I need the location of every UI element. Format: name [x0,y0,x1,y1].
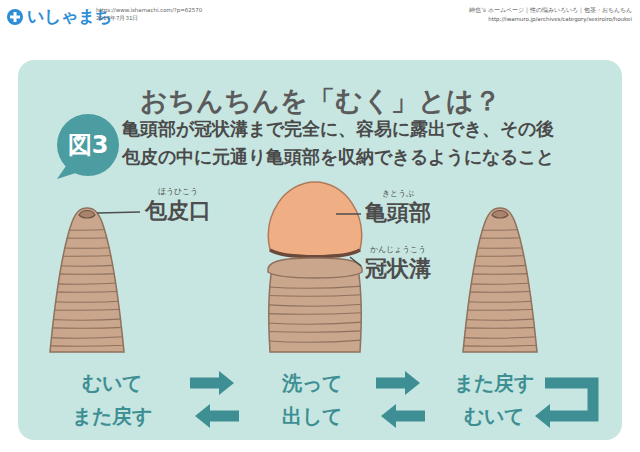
skin-fold [440,263,560,266]
penis-covered [50,208,124,352]
foreskin-opening [492,211,508,219]
skin-fold [27,263,147,266]
skin-fold [440,227,560,230]
figure-badge: 図3 [56,113,120,177]
part-name: 亀頭部 [365,201,431,225]
skin-folds [440,227,560,346]
ruby-reading: ほうひこう [158,188,198,197]
skin-fold [27,317,147,320]
skin-fold [440,344,560,346]
skin-fold [27,290,147,292]
skin-fold [27,335,147,338]
skin-fold [27,236,147,238]
logo-icon [7,9,23,25]
step-label: また戻す [454,372,534,394]
badge-circle [57,114,119,176]
leader-line [350,257,361,266]
flow-arrow [210,411,239,422]
skin-fold [27,326,147,328]
coronal-sulcus [270,250,360,257]
step-text: また戻す [451,371,537,395]
glans [268,182,361,256]
skin-fold [440,335,560,338]
skin-fold [440,317,560,320]
leader-line [97,212,140,213]
logo-cross [10,12,20,22]
flow-arrow [545,383,593,416]
panel [18,60,622,440]
flow-arrow [190,378,219,389]
skin-fold [440,245,560,248]
skin-fold [440,236,560,238]
ruby-reading: きとうぶ [382,190,414,199]
skin-fold [255,339,375,342]
skin-folds [27,227,147,346]
skin-fold [440,272,560,274]
penis-shaft [269,268,362,352]
source-url: https://www.ishamachi.com/?p=62570 [96,7,202,13]
skin-fold [440,290,560,292]
ruby-reading: かんじょうこう [370,246,426,255]
step-text: むいて [461,404,527,428]
skin-fold [440,308,560,310]
step-label: 洗って [282,372,342,394]
figure-number: 図3 [68,132,109,158]
skin-fold [27,344,147,346]
date: 2017年7月31日 [96,15,139,21]
step-label: また戻す [72,405,152,427]
step-label: むいて [82,372,142,394]
step-text: 出して [279,404,345,428]
skin-fold [27,281,147,284]
skin-fold [255,321,375,324]
step-text: また戻す [69,404,155,428]
skin-folds [255,285,375,342]
definition-text: 亀頭部が冠状溝まで完全に、容易に露出でき、その後 包皮の中に元通り亀頭部を収納で… [122,115,561,171]
step-text: むいて [79,371,145,395]
skin-fold [255,303,375,306]
rolled-foreskin [268,258,362,278]
part-name: 冠状溝 [365,257,431,281]
skin-fold [440,326,560,328]
skin-fold [27,308,147,310]
skin-fold [255,285,375,288]
skin-fold [27,254,147,256]
step-label: 出して [282,405,342,427]
step-label: むいて [464,405,524,427]
step-text: 洗って [279,371,345,395]
skin-fold [27,272,147,274]
skin-fold [440,299,560,302]
skin-fold [27,245,147,248]
skin-fold [255,294,375,296]
skin-fold [255,312,375,314]
penis-covered [463,208,537,352]
flow-arrow [376,378,405,389]
flow-arrow [396,411,425,422]
part-name: 包皮口 [145,199,211,223]
skin-fold [440,254,560,256]
skin-fold [255,330,375,332]
skin-fold [440,281,560,284]
skin-fold [27,227,147,230]
source-url: http://iwamuro.jp/archives/category/sexi… [488,16,632,22]
skin-fold [27,299,147,302]
foreskin-opening [79,211,95,219]
source-title: 紳也's ホームページ｜性の悩みいろいろ｜包茎・おちんちん [469,7,632,14]
leader-line [336,213,361,215]
diagram-title: おちんちんを「むく」とは？ [140,86,501,116]
